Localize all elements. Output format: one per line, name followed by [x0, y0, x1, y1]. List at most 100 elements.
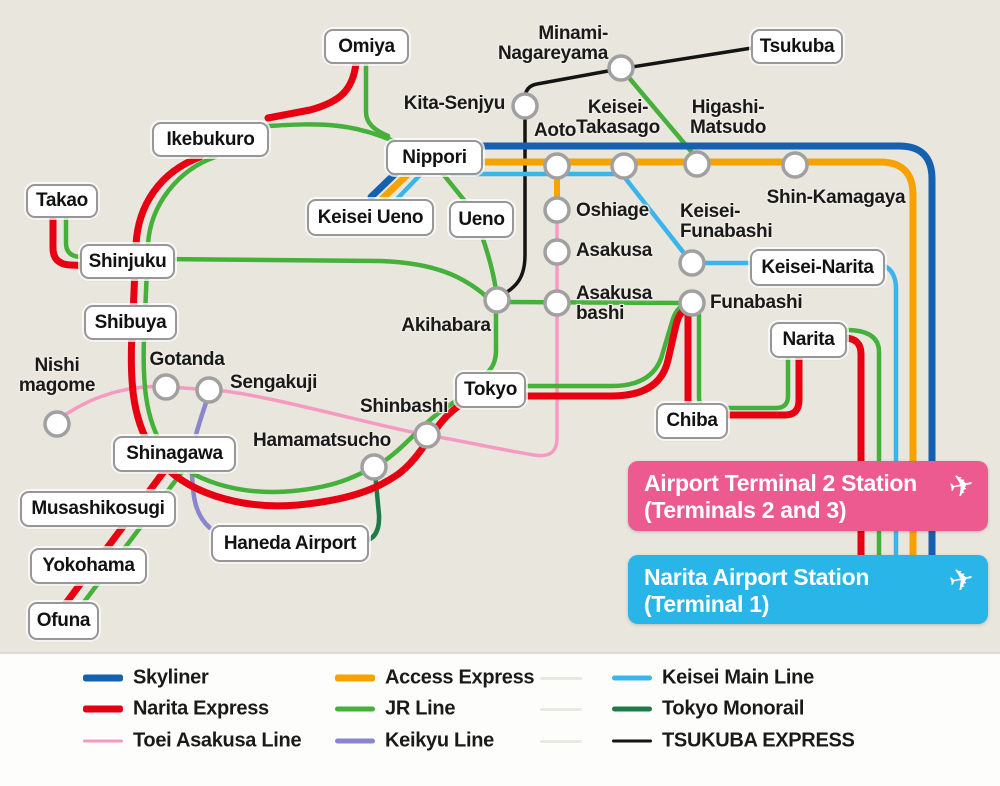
legend-swatch-tsukuba-express	[612, 739, 652, 743]
station-label-minami-nagareyama: Minami-Nagareyama	[497, 23, 608, 64]
legend-item-toei-asakusa-line: Toei Asakusa Line	[83, 729, 302, 753]
station-label-akihabara: Akihabara	[401, 315, 491, 336]
legend-swatch-narita-express	[83, 705, 123, 713]
airport-terminal2-banner-line1: Airport Terminal 2 Station	[644, 470, 917, 496]
station-box-haneda-airport: Haneda Airport	[211, 525, 369, 562]
legend-item-tokyo-monorail: Tokyo Monorail	[540, 697, 805, 721]
station-label-asakusa: Asakusa	[576, 240, 653, 261]
legend-item-access-express: Access Express	[335, 666, 535, 690]
station-dot-sengakuji	[195, 376, 223, 404]
station-box-keisei-narita: Keisei-Narita	[750, 249, 885, 286]
station-label-shin-kamagaya: Shin-Kamagaya	[766, 187, 906, 208]
station-box-nippori: Nippori	[386, 140, 483, 175]
legend-ghost-dash	[540, 739, 582, 743]
legend-item-skyliner: Skyliner	[83, 666, 209, 690]
station-dot-asakusabashi	[543, 289, 571, 317]
line-jr-nippori-ueno	[440, 171, 467, 203]
line-jr-sobu	[502, 299, 687, 306]
legend-item-tsukuba-express: TSUKUBA EXPRESS	[540, 729, 855, 753]
legend-item-keikyu-line: Keikyu Line	[335, 730, 494, 753]
station-box-musashikosugi: Musashikosugi	[20, 491, 176, 527]
line-keisei-main-ueno-spur	[393, 172, 423, 203]
station-label-sengakuji: Sengakuji	[230, 372, 318, 393]
legend-label: TSUKUBA EXPRESS	[662, 729, 855, 752]
legend-item-jr-line: JR Line	[335, 698, 455, 721]
station-box-chiba: Chiba	[656, 403, 728, 439]
line-jr-akihabara-tokyo	[484, 306, 499, 376]
line-jr-takao	[63, 209, 98, 261]
station-label-aoto: Aoto	[533, 120, 577, 141]
legend-label: JR Line	[385, 697, 456, 720]
line-jr-ikebukuro-nippori	[265, 122, 401, 146]
station-box-shinjuku: Shinjuku	[80, 244, 175, 279]
line-narita-express-yokohama	[54, 462, 172, 618]
station-box-ofuna: Ofuna	[28, 602, 99, 640]
legend-label: Skyliner	[133, 666, 209, 689]
station-box-ueno: Ueno	[449, 201, 514, 238]
airport-terminal2-banner: Airport Terminal 2 Station (Terminals 2 …	[628, 461, 988, 531]
station-box-keisei-ueno: Keisei Ueno	[307, 199, 434, 236]
station-dot-hamamatsucho	[360, 453, 388, 481]
line-jr-musashino	[622, 70, 698, 159]
station-dot-keisei-funabashi	[678, 249, 706, 277]
station-label-keisei-takasago: Keisei-Takasago	[576, 97, 660, 138]
station-label-shinbashi: Shinbashi	[359, 396, 449, 417]
legend-label: Narita Express	[133, 697, 269, 720]
narita-airport-banner-line1: Narita Airport Station	[644, 564, 870, 590]
station-box-omiya: Omiya	[324, 29, 409, 64]
legend-label: Keikyu Line	[385, 729, 494, 752]
station-label-hamamatsucho: Hamamatsucho	[253, 430, 391, 451]
narita-airport-banner: Narita Airport Station (Terminal 1) ✈	[628, 555, 988, 624]
station-box-narita: Narita	[770, 322, 847, 358]
station-dot-funabashi	[678, 289, 706, 317]
legend-swatch-keisei-main-line	[612, 675, 652, 681]
line-access-express-ueno-spur	[379, 170, 412, 202]
station-label-funabashi: Funabashi	[710, 292, 803, 313]
station-dot-minami-nagareyama	[607, 54, 635, 82]
station-box-tokyo: Tokyo	[455, 372, 526, 408]
airport-terminal2-banner-line2: (Terminals 2 and 3)	[644, 497, 847, 523]
station-dot-shinbashi	[413, 421, 441, 449]
legend-label: Tokyo Monorail	[662, 697, 805, 720]
legend-item-narita-express: Narita Express	[83, 698, 269, 721]
station-box-ikebukuro: Ikebukuro	[152, 122, 269, 157]
legend-label: Toei Asakusa Line	[133, 729, 302, 752]
station-box-shibuya: Shibuya	[84, 305, 177, 340]
station-dot-akihabara	[483, 286, 511, 314]
legend-swatch-access-express	[335, 674, 375, 682]
line-narita-express-takao	[49, 208, 99, 270]
station-box-shinagawa: Shinagawa	[113, 436, 236, 472]
station-box-yokohama: Yokohama	[30, 548, 147, 584]
legend-swatch-jr-line	[335, 706, 375, 712]
legend-swatch-tokyo-monorail	[612, 706, 652, 712]
legend-ghost-dash	[540, 676, 582, 680]
legend-label: Access Express	[385, 666, 535, 689]
line-jr-ueno-akihabara	[480, 236, 499, 294]
station-box-tsukuba: Tsukuba	[751, 29, 843, 64]
station-label-oshiage: Oshiage	[576, 200, 649, 221]
line-access-express-trunk	[448, 158, 917, 604]
station-dot-kita-senjyu	[511, 92, 539, 120]
station-label-keisei-funabashi: Keisei-Funabashi	[680, 201, 773, 242]
station-dot-asakusa	[543, 238, 571, 266]
station-dot-keisei-takasago	[610, 152, 638, 180]
line-skyliner-trunk	[448, 142, 936, 604]
station-dot-oshiage	[543, 196, 571, 224]
station-dot-gotanda	[152, 373, 180, 401]
station-dot-nishi-magome	[43, 410, 71, 438]
legend-swatch-toei-asakusa-line	[83, 739, 123, 743]
station-label-higashi-matsudo: Higashi-Matsudo	[689, 97, 767, 138]
line-jr-chuo	[157, 256, 490, 300]
legend-swatch-keikyu-line	[335, 738, 375, 744]
line-jr-omiya	[363, 60, 391, 139]
legend-ghost-dash	[540, 707, 582, 711]
station-dot-higashi-matsudo	[683, 150, 711, 178]
station-label-kita-senjyu: Kita-Senjyu	[403, 93, 506, 114]
station-box-takao: Takao	[26, 184, 98, 218]
line-skyliner-ueno-spur	[367, 169, 400, 201]
station-dot-aoto	[543, 152, 571, 180]
